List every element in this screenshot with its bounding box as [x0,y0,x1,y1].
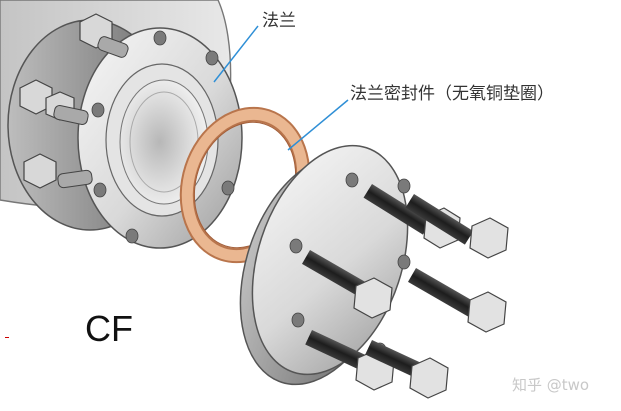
seal-leader-line [287,99,349,151]
stray-mark [5,337,9,338]
seal-label: 法兰密封件（无氧铜垫圈） [350,84,554,104]
hex-bolt-icon [405,194,509,259]
bolts [302,183,509,399]
hex-bolt-icon [302,250,393,319]
flange-label: 法兰 [262,11,296,31]
watermark: 知乎 @two [512,376,590,394]
flange-leader-line [213,25,259,83]
hex-bolt-icon [365,340,449,399]
hex-nut-icon [23,153,57,189]
hex-bolt-icon [408,268,507,333]
flange-type-label: CF [85,308,133,349]
